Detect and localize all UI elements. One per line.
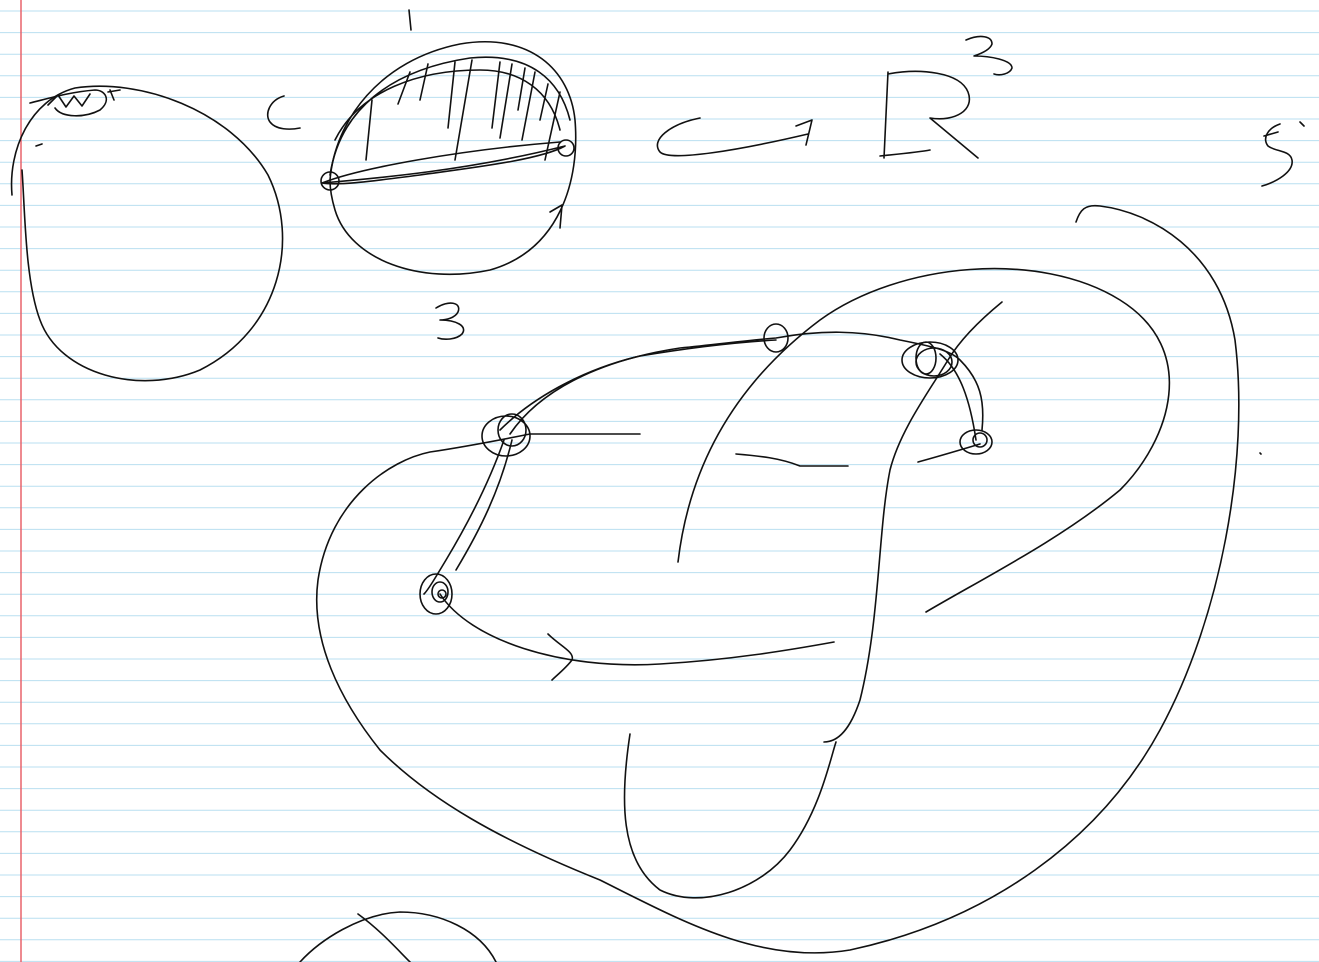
arc-tick <box>548 634 572 680</box>
label-three <box>436 303 464 339</box>
exponent-three <box>966 37 1012 75</box>
ball-equator <box>322 142 565 184</box>
inner-loop <box>678 269 1169 612</box>
left-circle-scribble <box>30 90 120 146</box>
hooked-arrow-icon <box>657 118 812 156</box>
left-chain <box>424 440 512 594</box>
subset-symbol <box>268 96 300 129</box>
middle-strand <box>736 454 848 466</box>
top-chain-second <box>500 340 976 440</box>
ball-tick-top <box>409 10 411 30</box>
s-glyph <box>1262 124 1292 186</box>
r-glyph <box>880 71 978 158</box>
right-strand <box>824 302 1002 742</box>
left-circle <box>12 86 283 380</box>
knot-icon <box>420 324 992 614</box>
bottom-partial-circle <box>300 912 496 962</box>
outer-loop <box>317 206 1239 953</box>
lower-arc <box>440 594 834 665</box>
bottom-lobe <box>624 734 836 898</box>
dot <box>1260 453 1261 454</box>
